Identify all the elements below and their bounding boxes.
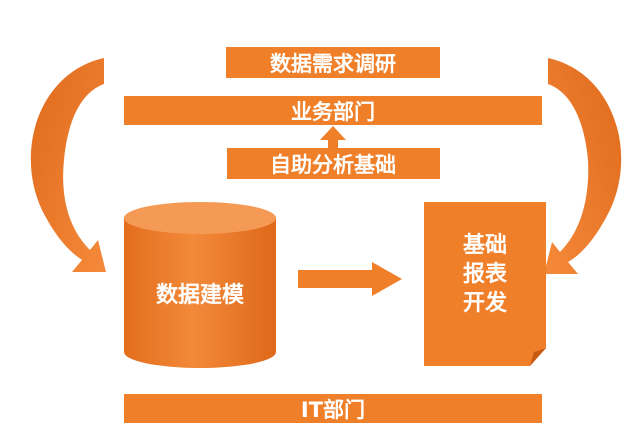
data-modeling-label: 数据建模: [156, 282, 245, 308]
basic-report-label-line2: 报表: [463, 262, 508, 287]
self-service-analysis-box: 自助分析基础: [227, 148, 440, 179]
up-arrow: [320, 126, 346, 148]
self-service-analysis-label: 自助分析基础: [270, 153, 396, 177]
requirements-research-label: 数据需求调研: [270, 52, 396, 76]
basic-report-label-line3: 开发: [463, 290, 508, 316]
right-arrow: [298, 262, 402, 296]
business-department-bar: 业务部门: [124, 96, 542, 125]
left-curved-arrow: [30, 58, 106, 272]
it-department-bar: IT部门: [124, 394, 542, 423]
data-modeling-cylinder: 数据建模: [124, 202, 276, 368]
it-department-label: IT部门: [301, 398, 365, 422]
requirements-research-box: 数据需求调研: [226, 47, 440, 78]
basic-report-document: 基础 报表 开发: [424, 202, 546, 366]
business-department-label: 业务部门: [291, 100, 375, 124]
basic-report-label-line1: 基础: [463, 233, 507, 258]
right-curved-arrow: [544, 58, 622, 274]
